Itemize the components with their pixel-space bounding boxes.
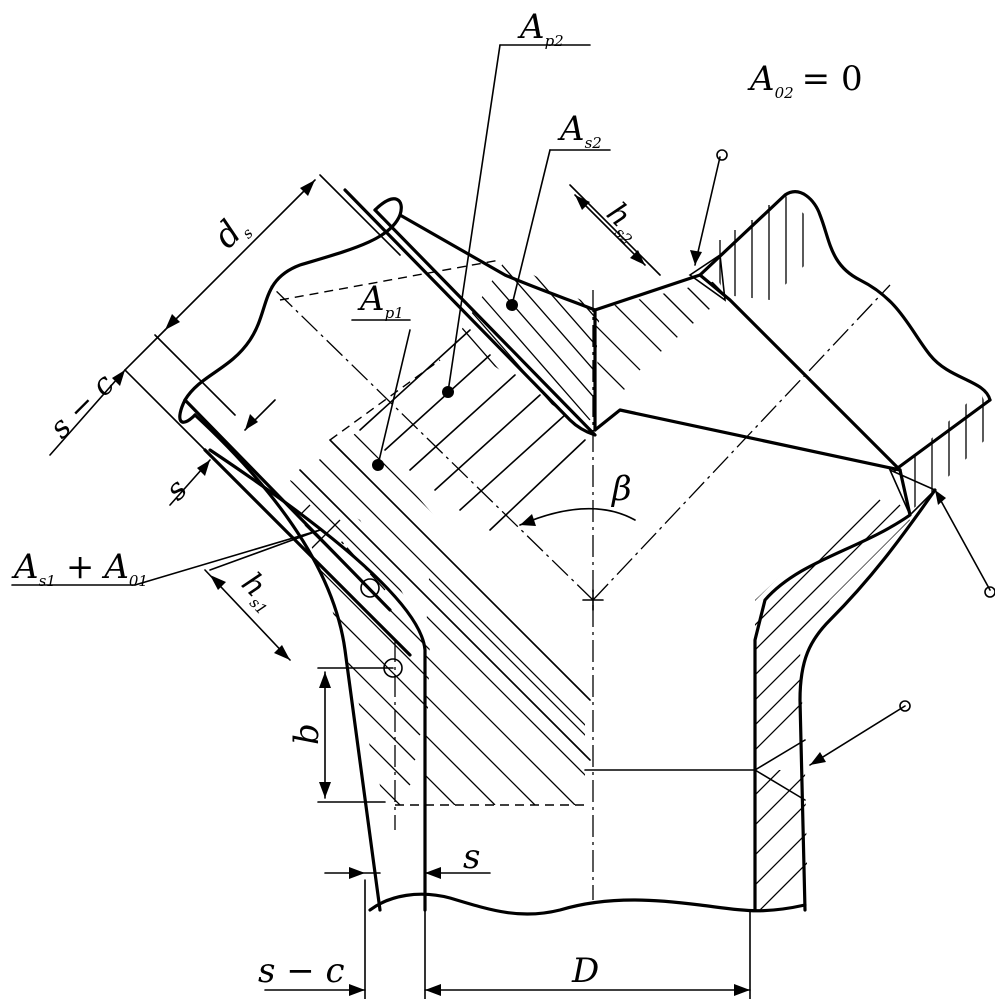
label-a02-zero: A02= 0	[747, 59, 863, 102]
right-branch-outline	[584, 190, 992, 912]
bottom-break-edge	[368, 892, 807, 916]
label-hs2: hs2	[597, 196, 650, 249]
label-ds: ds	[206, 207, 257, 258]
label-D: D	[571, 951, 599, 991]
dimension-s-minus-c-lower	[264, 879, 366, 999]
label-ap2: Ap2	[517, 7, 564, 50]
label-ap1: Ap1	[357, 279, 404, 322]
svg-text:hs2: hs2	[597, 196, 650, 249]
point-marker-upper	[360, 578, 380, 598]
parallel-lines-ap-region	[305, 430, 585, 761]
dimension-b	[317, 667, 394, 803]
label-s-left: s	[159, 472, 195, 508]
svg-text:s: s	[159, 472, 195, 508]
leader-tip-top	[716, 149, 728, 161]
dimension-s-minus-c-upper	[49, 329, 206, 456]
label-hs1: hs1	[232, 566, 285, 619]
left-branch-outline	[183, 188, 597, 912]
leader-tip-right	[984, 586, 995, 598]
label-as2: As2	[557, 109, 602, 152]
hatch-area-right-upper	[719, 195, 804, 300]
branch-notch	[398, 213, 597, 432]
angle-beta	[519, 507, 636, 526]
hatch-area-right-bottom	[755, 770, 808, 910]
weld-marks	[688, 253, 937, 517]
label-b: b	[287, 723, 327, 745]
svg-text:b: b	[287, 723, 327, 745]
hatch-area-as1	[290, 480, 430, 805]
dimension-D	[424, 909, 751, 999]
center-cross	[582, 589, 604, 611]
center-lines	[269, 259, 891, 900]
dimension-d-s	[154, 174, 401, 416]
hatch-area-as2	[455, 260, 600, 430]
label-s-minus-c-upper: s − c	[43, 367, 122, 446]
svg-text:s − c: s − c	[43, 367, 122, 446]
arrowheads	[112, 180, 946, 996]
label-s-bottom: s	[463, 837, 480, 877]
hatch-area-left-insert	[425, 569, 585, 805]
label-s-minus-c-lower: s − c	[258, 951, 345, 991]
leader-tip-right-lower	[899, 700, 911, 712]
leader-lines	[11, 44, 991, 766]
label-as1-plus-a01: As1+A01	[11, 547, 148, 590]
svg-text:hs1: hs1	[232, 566, 285, 619]
label-beta: β	[610, 469, 632, 509]
section-lines-ap2	[359, 329, 586, 531]
svg-text:ds: ds	[206, 207, 257, 258]
